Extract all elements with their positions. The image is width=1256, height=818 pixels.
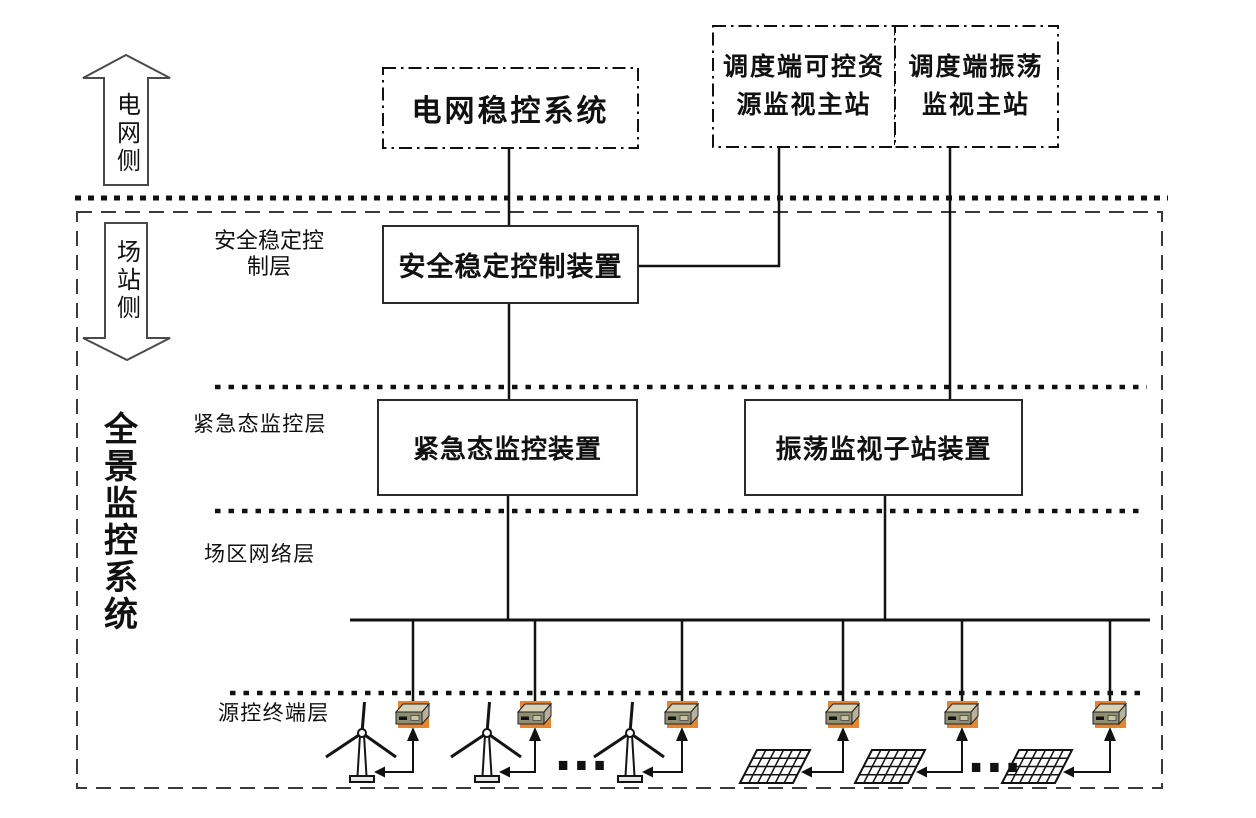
box-grid-stability-system: 电网稳控系统: [411, 95, 610, 128]
control-terminal-icon: [944, 700, 979, 729]
control-terminal-icon: [517, 700, 552, 729]
arrowheads: [374, 727, 1116, 778]
station-side-label: 场站侧: [112, 238, 140, 323]
layer-dividers: [215, 384, 1147, 696]
box-safety-control-device: 安全稳定控制装置: [398, 252, 623, 282]
box-dispatch-oscillation-master: 调度端振荡监视主站: [908, 53, 1044, 119]
layer-label-safety-control: 安全稳定控制层: [213, 228, 324, 279]
control-terminal-icon: [395, 700, 430, 729]
layer-label-emergency-monitoring: 紧急态监控层: [193, 413, 327, 436]
panoramic-system-container: [76, 211, 1163, 789]
layer-label-site-network: 场区网络层: [204, 543, 316, 566]
layer-label-source-terminal: 源控终端层: [218, 702, 330, 725]
solar-panel-icon: [739, 749, 811, 784]
border-emergency-monitoring-device: [377, 399, 638, 496]
wind-turbine-icon: [324, 700, 398, 784]
box-borders: [377, 25, 1059, 496]
box-dispatch-resource-master: 调度端可控资源监视主站: [722, 53, 885, 119]
border-safety-control-device: [382, 225, 639, 304]
station-side-down-arrow: [82, 222, 171, 362]
border-dispatch-resource-master: [712, 25, 896, 148]
box-oscillation-substation-device: 振荡监视子站装置: [775, 434, 992, 464]
panoramic-system-label: 全景监控系统: [98, 411, 137, 633]
ellipsis-panels: ...: [967, 728, 1022, 784]
box-emergency-monitoring-device: 紧急态监控装置: [412, 434, 602, 464]
grid-side-up-arrow: [82, 53, 171, 186]
border-grid-stability-system: [382, 67, 639, 149]
ellipsis-turbines: ...: [554, 726, 609, 782]
border-dispatch-oscillation-master: [894, 25, 1059, 148]
terminal-device-arrows: [384, 740, 1111, 773]
grid-side-label: 电网侧: [112, 92, 140, 176]
wind-turbine-icon: [449, 700, 523, 784]
control-terminal-icon: [1092, 700, 1127, 729]
border-oscillation-substation-device: [744, 399, 1023, 496]
solar-panel-icon: [854, 749, 926, 784]
link-safetydevice-resourcemaster: [638, 148, 781, 268]
control-terminal-icon: [664, 700, 699, 729]
control-terminal-icon: [825, 700, 860, 729]
connection-lines: [350, 148, 1150, 703]
